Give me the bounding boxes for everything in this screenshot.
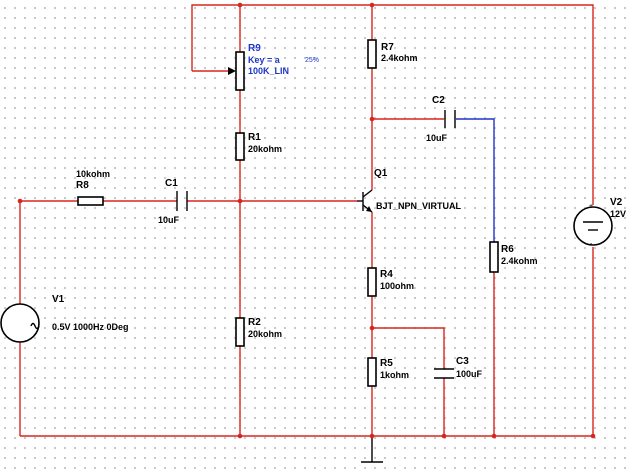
- r5-body[interactable]: [367, 357, 377, 387]
- r9-key: Key = a: [248, 55, 281, 65]
- r4-name: R4: [380, 269, 393, 280]
- c3-capacitor[interactable]: C3 100uF: [434, 356, 483, 379]
- r9-body[interactable]: [235, 51, 245, 91]
- r4-body[interactable]: [367, 267, 377, 297]
- r8-resistor[interactable]: 10kohm R8: [76, 169, 110, 206]
- r9-value: 100K_LIN: [248, 66, 289, 76]
- v1-body[interactable]: [0, 303, 40, 343]
- r8-name: R8: [76, 180, 89, 191]
- r9-wiper-arrow: [228, 67, 236, 75]
- c3-name: C3: [456, 356, 469, 367]
- junction-dot: [369, 2, 375, 8]
- r2-value: 20kohm: [248, 329, 282, 339]
- r8-body[interactable]: [77, 196, 104, 206]
- r6-body[interactable]: [489, 241, 499, 273]
- c2-name: C2: [432, 95, 445, 106]
- wire-top-rail[interactable]: [191, 4, 594, 205]
- r7-value: 2.4kohm: [381, 53, 418, 63]
- r2-name: R2: [248, 317, 261, 328]
- junctions: [17, 2, 596, 439]
- q1-name: Q1: [374, 168, 388, 179]
- c3-value: 100uF: [456, 369, 483, 379]
- junction-dot: [237, 198, 243, 204]
- r9-potentiometer[interactable]: R9 Key = a 25% 100K_LIN: [228, 43, 319, 91]
- junction-dot: [369, 325, 375, 331]
- v2-body[interactable]: [573, 206, 613, 246]
- r4-resistor[interactable]: R4 100ohm: [367, 267, 414, 297]
- junction-dot: [369, 433, 375, 439]
- q1-value: BJT_NPN_VIRTUAL: [376, 201, 462, 211]
- r9-name: R9: [248, 43, 261, 54]
- v2-value: 12V: [610, 209, 626, 219]
- c1-value: 10uF: [158, 215, 180, 225]
- v2-name: V2: [610, 197, 623, 208]
- v1-ac-source[interactable]: V1 0.5V 1000Hz 0Deg: [0, 294, 129, 343]
- r7-body[interactable]: [367, 39, 377, 69]
- v2-minus-sign: -: [590, 241, 593, 248]
- q1-collector-lead: [362, 189, 373, 198]
- junction-dot: [441, 433, 447, 439]
- c1-capacitor[interactable]: C1 10uF: [158, 178, 188, 225]
- r4-value: 100ohm: [380, 281, 414, 291]
- v2-dc-source[interactable]: + - V2 12V: [573, 197, 626, 248]
- c1-name: C1: [165, 178, 178, 189]
- q1-transistor[interactable]: Q1 BJT_NPN_VIRTUAL: [357, 168, 462, 213]
- r5-resistor[interactable]: R5 1kohm: [367, 357, 409, 387]
- r8-value: 10kohm: [76, 169, 110, 179]
- junction-dot: [590, 433, 596, 439]
- junction-dot: [491, 433, 497, 439]
- r1-name: R1: [248, 132, 261, 143]
- r6-resistor[interactable]: R6 2.4kohm: [489, 241, 538, 273]
- c2-capacitor[interactable]: C2 10uF: [426, 95, 456, 143]
- v1-value: 0.5V 1000Hz 0Deg: [52, 322, 129, 332]
- r1-value: 20kohm: [248, 144, 282, 154]
- r5-value: 1kohm: [380, 370, 409, 380]
- wire-c3-top[interactable]: [372, 327, 445, 369]
- r6-value: 2.4kohm: [501, 256, 538, 266]
- junction-dot: [237, 433, 243, 439]
- r1-resistor[interactable]: R1 20kohm: [235, 132, 282, 161]
- junction-dot: [17, 198, 23, 204]
- junction-dot: [237, 2, 243, 8]
- r7-resistor[interactable]: R7 2.4kohm: [367, 39, 418, 69]
- r2-body[interactable]: [235, 317, 245, 347]
- q1-emitter-arrow: [366, 206, 372, 212]
- r9-percent: 25%: [305, 57, 319, 64]
- r5-name: R5: [380, 358, 393, 369]
- r6-name: R6: [501, 244, 514, 255]
- r7-name: R7: [381, 42, 394, 53]
- c2-value: 10uF: [426, 133, 448, 143]
- r1-body[interactable]: [235, 132, 245, 161]
- v2-plus-sign: +: [589, 203, 593, 210]
- wires: [19, 4, 594, 462]
- wire-c2-r6[interactable]: [456, 118, 495, 242]
- v1-name: V1: [52, 294, 65, 305]
- junction-dot: [369, 116, 375, 122]
- r2-resistor[interactable]: R2 20kohm: [235, 317, 282, 347]
- sine-wave-icon: [30, 322, 40, 330]
